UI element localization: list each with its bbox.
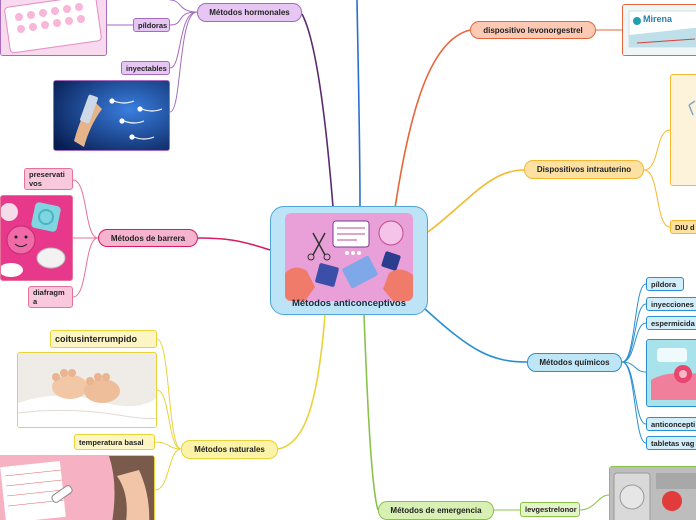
branch-levonorgestrel[interactable]: dispositivo levonorgestrel <box>470 21 596 39</box>
link-top-blue <box>357 0 360 207</box>
leaf-inyectables[interactable]: inyectables <box>121 61 170 75</box>
link-emergencia <box>364 315 378 510</box>
link-levonorgestrel <box>395 30 470 208</box>
central-topic[interactable]: Métodos anticonceptivos <box>270 206 428 315</box>
link-barrera <box>198 238 270 250</box>
branch-barrera[interactable]: Métodos de barrera <box>98 229 198 247</box>
leaf-pildoras[interactable]: píldoras <box>133 18 170 32</box>
leaf-temperatura-basal[interactable]: temperatura basal <box>74 434 155 450</box>
branch-emergencia[interactable]: Métodos de emergencia <box>378 501 494 520</box>
central-topic-title: Métodos anticonceptivos <box>271 298 427 309</box>
condoms-image <box>0 195 73 281</box>
branch-intrauterino[interactable]: Dispositivos intrauterino <box>524 160 644 179</box>
leaf-diafragma[interactable]: diafragma <box>28 286 73 308</box>
branch-quimicos-label: Métodos químicos <box>539 358 609 367</box>
branch-hormonales[interactable]: Métodos hormonales <box>197 3 302 22</box>
leaf-coitusinterrumpido[interactable]: coitusinterrumpido <box>50 330 157 348</box>
branch-barrera-label: Métodos de barrera <box>111 234 185 243</box>
leaf-pildora[interactable]: píldora <box>646 277 684 291</box>
calendar-image <box>0 455 155 520</box>
mirena-logo-text: Mirena <box>643 14 672 24</box>
leaf-preservativos[interactable]: preservativos <box>24 168 73 190</box>
branch-naturales-label: Métodos naturales <box>194 445 265 454</box>
mirena-box-image: Mirena <box>622 4 696 56</box>
emergency-pill-image <box>609 466 696 520</box>
branch-intrauterino-label: Dispositivos intrauterino <box>537 165 631 174</box>
branch-quimicos[interactable]: Métodos químicos <box>527 353 622 372</box>
link-intrauterino <box>428 170 524 232</box>
leaf-levgestrelonor[interactable]: levgestrelonor <box>520 502 580 517</box>
branch-levonorgestrel-label: dispositivo levonorgestrel <box>483 26 583 35</box>
branch-hormonales-label: Métodos hormonales <box>209 8 289 17</box>
leaf-espermicida[interactable]: espermicida <box>646 316 696 330</box>
link-quimicos <box>424 308 527 362</box>
leaf-tabletas-vaginales[interactable]: tabletas vag <box>646 436 696 450</box>
feet-image <box>17 352 157 428</box>
pill-pack-image <box>0 0 107 56</box>
injection-image <box>53 80 170 151</box>
link-hormonales <box>302 14 333 207</box>
contraceptives-illustration <box>285 213 413 301</box>
leaf-inyecciones[interactable]: inyecciones <box>646 297 696 311</box>
leaf-anticonceptivos[interactable]: anticoncepti <box>646 417 696 431</box>
branch-naturales[interactable]: Métodos naturales <box>181 440 278 459</box>
leaf-diu[interactable]: DIU d <box>670 220 696 234</box>
branch-emergencia-label: Métodos de emergencia <box>390 506 481 515</box>
iud-image <box>670 74 696 186</box>
link-naturales <box>278 315 325 449</box>
chemical-method-image <box>646 339 696 407</box>
